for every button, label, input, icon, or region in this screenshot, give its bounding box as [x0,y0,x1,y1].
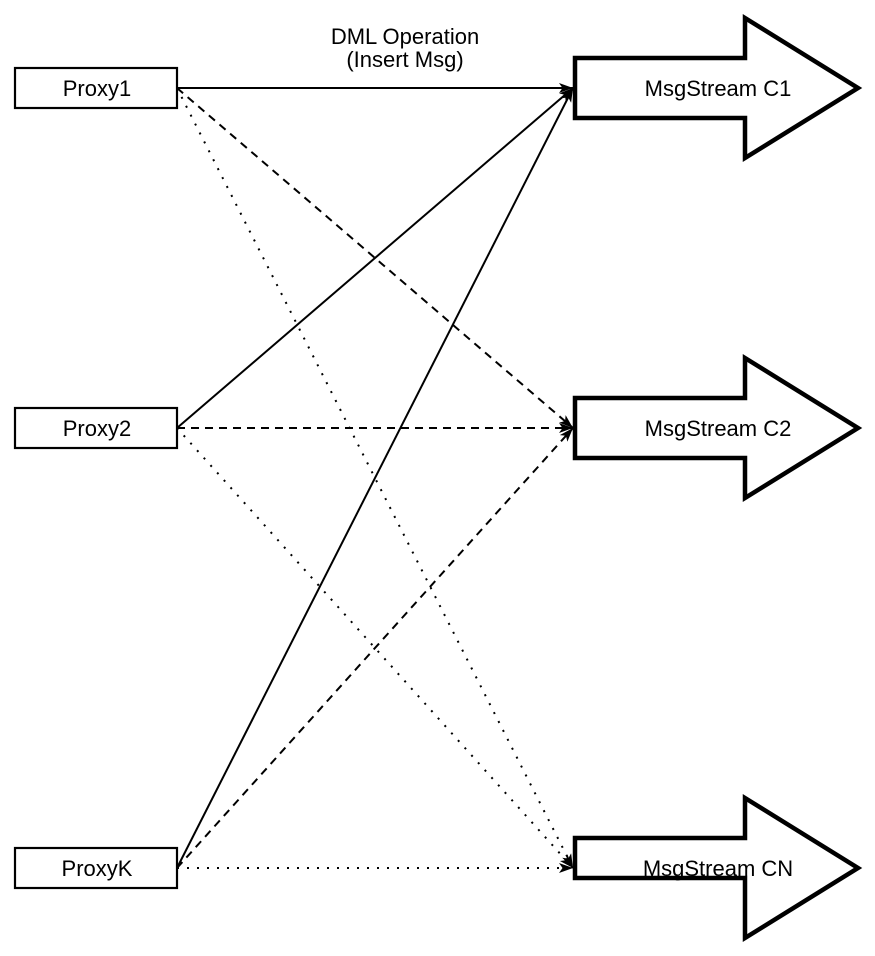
msgstream-c2-arrow-shape [572,353,863,503]
msgstream-c1-arrow-shape [572,13,863,163]
edge-label-line1: DML Operation [331,24,479,49]
msgstream-cn-arrow-shape [572,793,863,943]
edge-proxy2-to-msgstream-c1 [176,87,574,429]
proxyk-box [13,846,179,890]
proxyk-node: ProxyK [13,846,179,890]
proxy1-label: Proxy1 [63,76,131,101]
edge-label-line2: (Insert Msg) [346,47,463,72]
msgstream-c2-node: MsgStream C2 [572,353,863,503]
edge-proxyk-to-msgstream-c1 [176,87,574,869]
proxyk-label: ProxyK [62,856,133,881]
proxy2-label: Proxy2 [63,416,131,441]
msgstream-c1-node: MsgStream C1 [572,13,863,163]
edge-group [176,83,574,873]
edge-proxy1-to-msgstream-c2 [176,87,574,429]
proxy2-node: Proxy2 [13,406,179,450]
msgstream-cn-label: MsgStream CN [643,856,793,881]
proxy1-node: Proxy1 [13,66,179,110]
proxy2-box [13,406,179,450]
msgstream-c1-label: MsgStream C1 [645,76,792,101]
edge-proxyk-to-msgstream-c2 [176,427,574,869]
edge-label-dml-operation: DML Operation (Insert Msg) [331,24,479,72]
msgstream-cn-node: MsgStream CN [572,793,863,943]
proxy1-box [13,66,179,110]
msgstream-c2-label: MsgStream C2 [645,416,792,441]
